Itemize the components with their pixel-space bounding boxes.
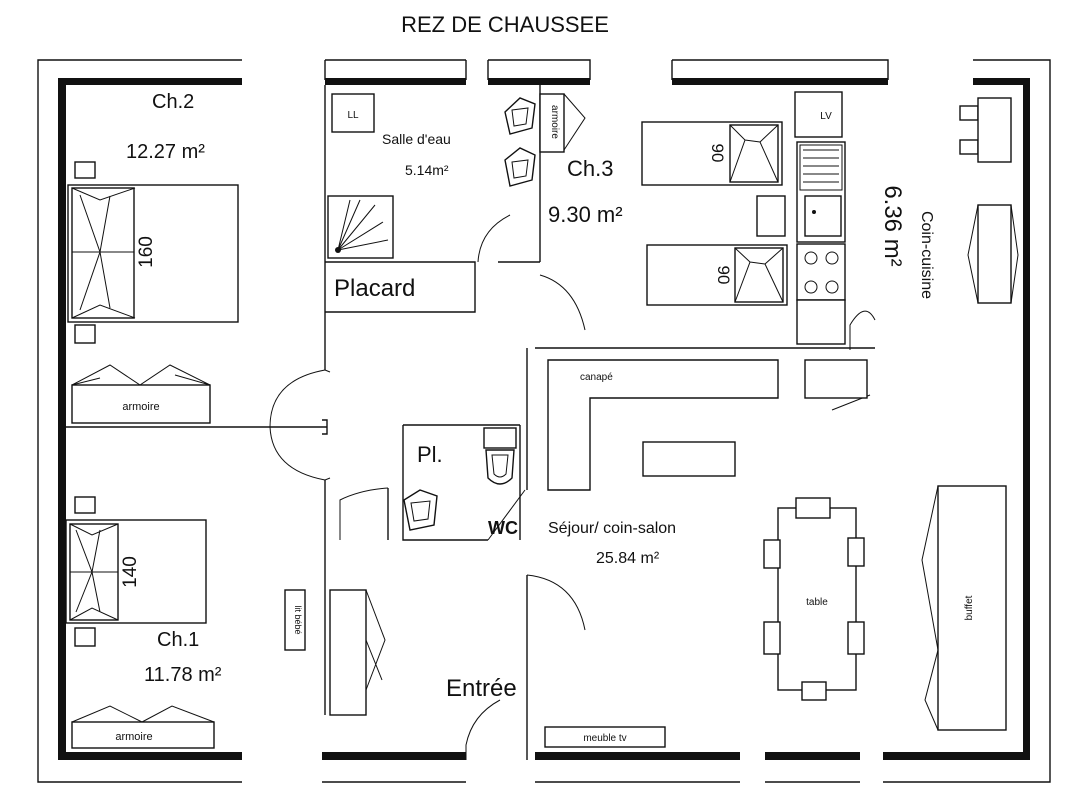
exterior-walls: [58, 78, 1030, 760]
room-salle-eau: LL Salle d'eau 5.14m² armoire: [327, 93, 586, 259]
wc-label: WC: [488, 518, 518, 538]
room-pl-wc: Pl. WC: [403, 427, 518, 538]
cuisine-area: 6.36 m²: [879, 185, 906, 266]
dining-table: table: [763, 497, 865, 701]
ch1-bed: 140: [65, 519, 207, 624]
baby-bed-label: lit bébé: [293, 605, 303, 634]
dishwasher-label: LV: [820, 111, 832, 122]
armchair: [804, 359, 868, 399]
ch3-bed-bottom-size: 90: [714, 266, 733, 285]
sink-top: [504, 97, 536, 135]
buffet-label: buffet: [964, 595, 975, 620]
kitchen-sink: [796, 141, 846, 243]
ch1-name: Ch.1: [157, 629, 199, 651]
ch3-bed-bottom: 90: [646, 244, 788, 306]
ch2-area: 12.27 m²: [126, 141, 205, 163]
ch2-name: Ch.2: [152, 91, 194, 113]
door-swings: [269, 214, 876, 760]
ch1-area: 11.78 m²: [144, 664, 222, 686]
ch1-nightstand-bottom: [74, 627, 96, 647]
sejour-name: Séjour/ coin-salon: [548, 520, 676, 537]
outer-outline: [37, 59, 1051, 783]
sde-wardrobe-label: armoire: [549, 105, 560, 139]
ch3-nightstand: [756, 195, 786, 237]
entree-label: Entrée: [446, 675, 517, 702]
fridge: [967, 204, 1019, 304]
room-cuisine: LV 6.36 m² Coin-cuisine: [794, 91, 1019, 345]
ch1-bed-size: 140: [120, 556, 141, 588]
sofa-label: canapé: [580, 372, 613, 383]
sink-bottom: [504, 147, 536, 187]
dining-table-label: table: [806, 597, 828, 608]
ch2-bed-size: 160: [136, 236, 157, 268]
ch2-nightstand-top: [74, 161, 96, 179]
room-sejour: canapé Séjour/ coin-salon 25.84 m² table…: [544, 359, 1007, 748]
salle-eau-name: Salle d'eau: [382, 131, 451, 147]
room-entree: lit bébé Entrée: [284, 589, 517, 716]
toilet: [483, 427, 517, 485]
room-ch3: Ch.3 9.30 m² 90 90: [548, 121, 788, 306]
coffee-table: [642, 441, 736, 477]
ch1-nightstand-top: [74, 496, 96, 514]
salle-eau-area: 5.14m²: [405, 162, 449, 178]
ch2-nightstand-bottom: [74, 324, 96, 344]
room-ch2: Ch.2 12.27 m² 160 armoire: [67, 91, 239, 424]
buffet: buffet: [921, 485, 1007, 731]
cuisine-stools: [959, 97, 1012, 163]
entree-wardrobe: [329, 589, 386, 716]
wc-sink: [403, 489, 438, 531]
shower: [327, 195, 394, 259]
dishwasher: [794, 91, 843, 138]
ch2-bed: 160: [67, 184, 239, 323]
tv-unit: meuble tv: [544, 726, 666, 748]
baby-bed: lit bébé: [284, 589, 306, 651]
ch1-wardrobe-label: armoire: [115, 731, 152, 743]
room-ch1: 140 Ch.1 11.78 m² armoire: [65, 496, 222, 749]
sofa: canapé: [547, 359, 779, 491]
tv-unit-label: meuble tv: [583, 733, 626, 744]
ch2-wardrobe: armoire: [71, 364, 211, 424]
kitchen-counter: [796, 299, 846, 345]
ch3-bed-top-size: 90: [708, 144, 727, 163]
pl-label: Pl.: [417, 442, 443, 467]
cooktop: [796, 243, 846, 301]
ch3-area: 9.30 m²: [548, 202, 623, 227]
ch3-bed-top: 90: [641, 121, 783, 186]
cuisine-name: Coin-cuisine: [918, 211, 935, 299]
washing-machine-label: LL: [347, 110, 359, 121]
interior-partitions: [66, 85, 875, 760]
washing-machine: [331, 93, 375, 133]
sejour-area: 25.84 m²: [596, 550, 660, 567]
ch1-wardrobe: armoire: [71, 705, 215, 749]
placard-label: Placard: [334, 275, 415, 302]
ch3-name: Ch.3: [567, 156, 613, 181]
sde-wardrobe: armoire: [539, 93, 586, 153]
ch2-wardrobe-label: armoire: [122, 401, 159, 413]
plan-title: REZ DE CHAUSSEE: [401, 12, 609, 37]
